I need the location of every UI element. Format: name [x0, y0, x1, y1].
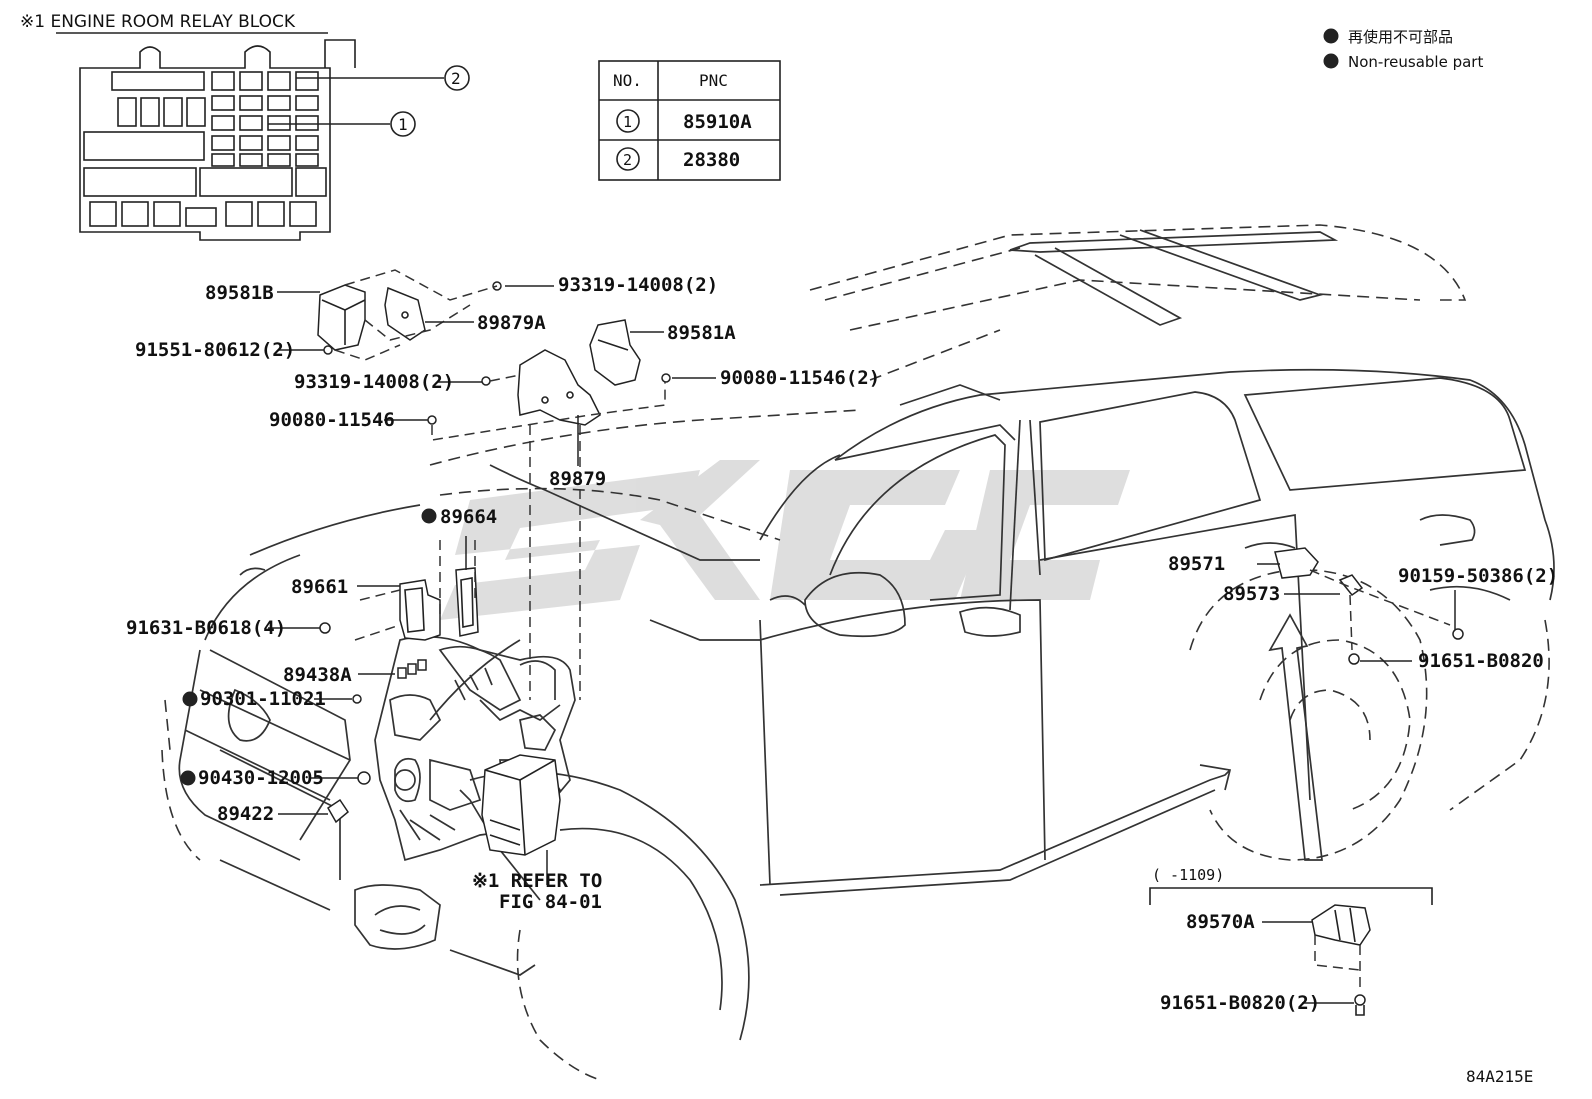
bolt-91631: [319, 622, 331, 634]
table-row-no: 1: [623, 113, 632, 131]
screw-90301: [352, 694, 362, 704]
sensor-89581a-drawing: [589, 319, 641, 386]
callout-2-number: 2: [451, 69, 461, 88]
table-header-no: NO.: [613, 71, 642, 90]
part-label: 91631-B0618(4): [126, 617, 286, 639]
refer-note: ※1 REFER TO: [472, 870, 602, 892]
part-label: 90080-11546(2): [720, 367, 880, 389]
part-label: 90430-12005: [198, 767, 324, 789]
rear-sensor-parts: [1268, 547, 1464, 861]
sensor-89571-drawing: [1274, 547, 1319, 579]
engine-room-relay-block-inset: ※1 ENGINE ROOM RELAY BLOCK 2 1: [20, 12, 470, 241]
legend-jp: 再使用不可部品: [1348, 28, 1453, 46]
non-reusable-dot-icon: [180, 770, 196, 786]
table-row-no: 2: [623, 151, 632, 169]
part-label: 89570A: [1186, 911, 1255, 933]
part-label: 89581B: [205, 282, 274, 304]
part-label: 90301-11021: [200, 688, 326, 710]
part-label: 89581A: [667, 322, 736, 344]
figure-code: 84A215E: [1466, 1067, 1533, 1086]
callout-1-number: 1: [398, 115, 408, 134]
part-label: 91551-80612(2): [135, 339, 295, 361]
part-label: 89422: [217, 803, 274, 825]
relay-block-unit: [481, 754, 561, 856]
part-label: 89879: [549, 468, 606, 490]
upper-bracket-parts: [317, 269, 671, 700]
bracket-89879a-drawing: [384, 286, 426, 341]
callout-2-circle: [444, 65, 470, 91]
part-label: 89661: [291, 576, 348, 598]
pnc-table: NO. PNC 1 85910A 2 28380: [598, 60, 781, 181]
vehicle-outline: [161, 224, 1555, 1081]
part-label: 89571: [1168, 553, 1225, 575]
bracket-89879-drawing: [517, 349, 601, 426]
date-range-group: ( -1109): [1149, 866, 1433, 1016]
table-header-pnc: PNC: [699, 71, 728, 90]
legend-en: Non-reusable part: [1348, 53, 1483, 71]
arrow-icon: [1268, 613, 1323, 861]
part-label: 90080-11546: [269, 409, 395, 431]
non-reusable-dot-icon: [1323, 28, 1339, 44]
sensor-89581b-drawing: [317, 284, 366, 351]
sensor-89570a-drawing: [1311, 904, 1371, 946]
front-sensor-parts: [319, 540, 479, 824]
part-label: 91651-B0820(2): [1160, 992, 1320, 1014]
part-label: 89438A: [283, 664, 352, 686]
sensor-89661-drawing: [399, 579, 441, 641]
callout-1-circle: [390, 111, 416, 137]
part-labels: 89581B 93319-14008(2) 89879A 91551-80612…: [126, 274, 1558, 1014]
relay-block-title: ※1 ENGINE ROOM RELAY BLOCK: [20, 12, 296, 32]
legend: 再使用不可部品 Non-reusable part: [1323, 28, 1483, 71]
leader-lines: [268, 285, 1456, 1004]
non-reusable-dot-icon: [182, 691, 198, 707]
part-label: 93319-14008(2): [558, 274, 718, 296]
gasket-90430: [357, 771, 371, 785]
sensor-89422-drawing: [327, 798, 349, 824]
refer-note: FIG 84-01: [499, 891, 602, 913]
part-label: 91651-B0820: [1418, 650, 1544, 672]
part-label: 90159-50386(2): [1398, 565, 1558, 587]
date-range-label: ( -1109): [1152, 866, 1224, 884]
table-row-pnc: 28380: [683, 149, 740, 171]
non-reusable-dot-icon: [421, 508, 437, 524]
watermark-logo: [440, 460, 1130, 620]
non-reusable-dot-icon: [1323, 53, 1339, 69]
part-label: 89879A: [477, 312, 546, 334]
part-label: 89573: [1223, 583, 1280, 605]
part-label: 93319-14008(2): [294, 371, 454, 393]
relay-block-drawing: [79, 39, 356, 241]
table-row-pnc: 85910A: [683, 111, 752, 133]
part-label: 89664: [440, 506, 497, 528]
